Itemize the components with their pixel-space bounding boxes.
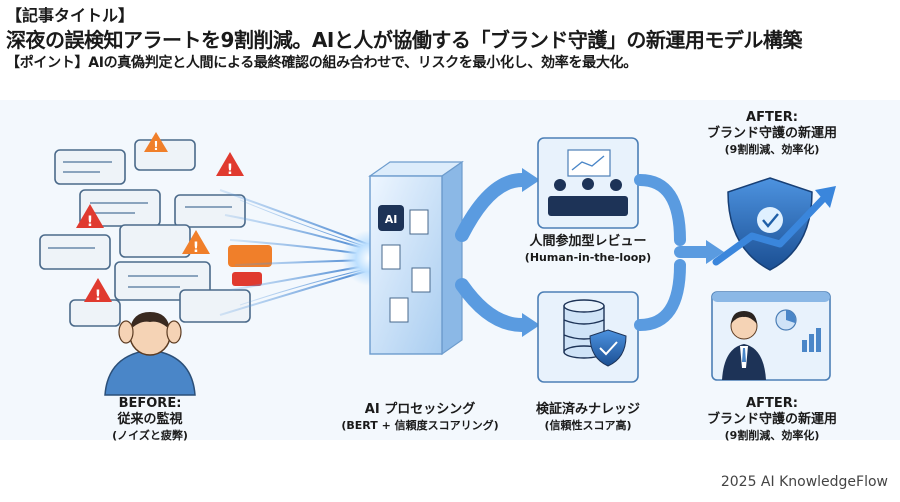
warning-icon: ! <box>144 132 168 153</box>
knowledge-label-title: 検証済みナレッジ <box>535 402 641 417</box>
knowledge-label-note: (信頼性スコア高) <box>544 419 632 432</box>
svg-text:!: ! <box>227 162 233 178</box>
svg-text:!: ! <box>87 214 93 230</box>
page-title: 深夜の誤検知アラートを9割削減。AIと人が協働する「ブランド守護」の新運用モデル… <box>6 28 802 52</box>
processing-label-title: AI プロセッシング <box>364 402 476 417</box>
presentation-screen-icon <box>567 149 611 177</box>
review-label: 人間参加型レビュー (Human-in-the-loop) <box>525 234 651 265</box>
speech-bubble <box>54 149 126 185</box>
warning-icon: ! <box>182 230 210 256</box>
review-label-note: (Human-in-the-loop) <box>524 251 652 264</box>
businessman-icon <box>722 311 766 380</box>
after-top-heading: AFTER: <box>746 110 798 125</box>
arrow-head <box>522 168 540 192</box>
svg-text:!: ! <box>153 139 158 153</box>
before-label-heading: BEFORE: <box>118 396 182 411</box>
alert-icon: ! <box>84 278 112 304</box>
page-subtitle: 【ポイント】AIの真偽判定と人間による最終確認の組み合わせで、リスクを最小化し、… <box>6 55 637 71</box>
notification-chip <box>228 245 272 267</box>
alert-icon: ! <box>76 204 104 230</box>
review-label-title: 人間参加型レビュー <box>529 234 647 249</box>
processing-label: AI プロセッシング (BERT + 信頼度スコアリング) <box>341 402 498 433</box>
ai-chip <box>378 205 404 231</box>
before-label-title: 従来の監視 <box>117 412 183 427</box>
ai-chip-label: AI <box>385 213 398 226</box>
speech-bubble <box>179 289 251 323</box>
split-arrows <box>455 168 540 337</box>
speech-bubble <box>119 224 191 258</box>
before-chaos-cluster: ! ! ! ! ! <box>39 132 272 396</box>
merge-arrows <box>634 174 712 331</box>
dashboard-panel <box>711 291 831 381</box>
person-icon <box>610 179 622 191</box>
growth-shield-icon <box>712 177 836 271</box>
document-icon <box>409 209 429 235</box>
after-top-title: ブランド守護の新運用 <box>706 126 838 141</box>
ai-processing-box: AI <box>368 160 464 356</box>
person-icon <box>582 178 594 190</box>
after-bottom-note: (9割削減、効率化) <box>724 429 820 442</box>
bar-chart-icon <box>802 328 821 352</box>
review-panel <box>537 137 639 229</box>
svg-text:!: ! <box>95 288 101 304</box>
article-tag: 【記事タイトル】 <box>6 6 135 25</box>
after-bottom-heading: AFTER: <box>746 396 798 411</box>
after-top-note: (9割削減、効率化) <box>724 143 820 156</box>
person-icon <box>554 179 566 191</box>
speech-bubble <box>39 234 111 270</box>
knowledge-panel <box>537 291 639 383</box>
database-icon <box>563 299 605 359</box>
after-top-label: AFTER: ブランド守護の新運用 (9割削減、効率化) <box>707 110 837 157</box>
after-bottom-title: ブランド守護の新運用 <box>706 412 838 427</box>
arrow-head <box>522 313 540 337</box>
document-icon <box>389 297 409 323</box>
processing-label-note: (BERT + 信頼度スコアリング) <box>341 419 499 432</box>
meeting-table-icon <box>548 196 628 216</box>
arrow-head <box>706 240 724 264</box>
notification-chip <box>232 272 262 286</box>
speech-bubble <box>79 189 161 227</box>
before-label: BEFORE: 従来の監視 (ノイズと疲弊) <box>112 396 188 443</box>
knowledge-label: 検証済みナレッジ (信頼性スコア高) <box>536 402 640 433</box>
svg-text:!: ! <box>193 240 199 256</box>
alert-icon: ! <box>216 152 244 178</box>
document-icon <box>411 267 431 293</box>
brand-watermark: 2025 AI KnowledgeFlow <box>720 474 888 490</box>
before-label-note: (ノイズと疲弊) <box>112 429 188 442</box>
check-shield-icon <box>589 329 627 367</box>
stressed-person-icon <box>104 312 196 396</box>
speech-bubble <box>134 139 196 171</box>
speech-bubble <box>174 194 246 228</box>
document-icon <box>381 244 401 270</box>
after-bottom-label: AFTER: ブランド守護の新運用 (9割削減、効率化) <box>707 396 837 443</box>
